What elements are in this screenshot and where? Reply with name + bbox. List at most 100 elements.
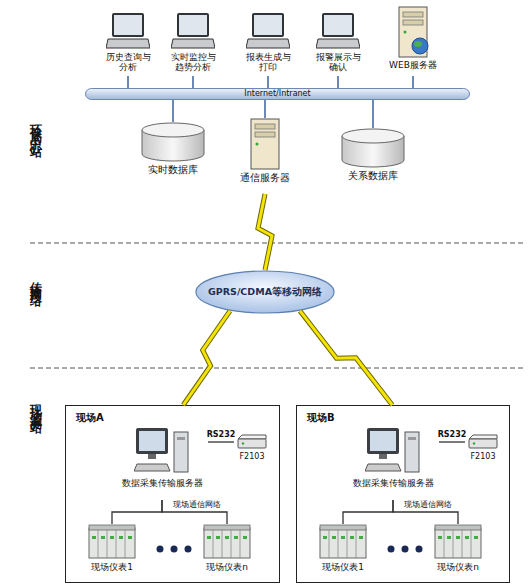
meter-indicator xyxy=(128,536,132,539)
node-label: 通信服务器 xyxy=(240,172,290,184)
ellipsis-dot xyxy=(402,546,409,553)
meter-indicator xyxy=(101,536,105,539)
instrument-ellipsis xyxy=(385,544,425,554)
field-instrument: 现场仪表n xyxy=(199,524,255,576)
meter-indicator xyxy=(207,536,211,539)
node-label: 报警展示与确认 xyxy=(315,52,361,73)
wired-link xyxy=(393,500,458,524)
meter-module-edge xyxy=(356,530,357,558)
pc-stand xyxy=(379,454,387,459)
server-led xyxy=(404,31,407,34)
client-laptop: 报表生成与打印 xyxy=(240,12,296,76)
monitoring-site-box: 现场B数据采集传输服务器F2103现场仪表1现场仪表n xyxy=(296,405,510,583)
modem-led xyxy=(242,442,244,444)
bolt-core xyxy=(258,194,272,270)
meter-indicator xyxy=(438,536,442,539)
client-laptop: 报警展示与确认 xyxy=(310,12,366,76)
connector-line xyxy=(393,500,458,524)
wired-link xyxy=(193,76,194,88)
node-label: 历史查询与分析 xyxy=(105,52,151,73)
node-label: 现场仪表n xyxy=(437,562,479,572)
meter-indicator xyxy=(465,536,469,539)
node-label: 实时监控与趋势分析 xyxy=(170,52,216,73)
database-icon xyxy=(340,128,406,168)
bolt-outline xyxy=(183,311,230,405)
connector-line xyxy=(343,500,393,524)
meter-indicator xyxy=(92,536,96,539)
database-cylinder: 实时数据库 xyxy=(138,122,208,180)
server-case xyxy=(399,7,427,57)
node-label: 现场仪表1 xyxy=(322,562,364,572)
wired-link xyxy=(373,100,374,128)
ellipsis-dot xyxy=(171,546,178,553)
meter-indicator xyxy=(332,536,336,539)
modem-body xyxy=(469,439,497,448)
meter-rail xyxy=(89,525,135,530)
meter-rail xyxy=(320,525,366,530)
connector-line xyxy=(127,76,129,88)
cloud-shape xyxy=(196,271,334,313)
wired-link xyxy=(343,500,393,524)
field-instrument: 现场仪表1 xyxy=(315,524,371,576)
network-label: 现场通信网络 xyxy=(404,500,452,509)
meter-rack xyxy=(320,528,366,558)
edge-label: RS232 xyxy=(207,430,236,439)
field-instrument: 现场仪表n xyxy=(430,524,486,576)
client-laptop: 历史查询与分析 xyxy=(100,12,156,76)
connector-line xyxy=(412,76,414,88)
laptop-base xyxy=(316,39,360,48)
node-label: F2103 xyxy=(471,452,496,461)
wired-link xyxy=(265,100,266,118)
data-server-pc: 数据采集传输服务器 xyxy=(347,426,439,500)
server-tower: 通信服务器 xyxy=(238,118,292,194)
node-label: 实时数据库 xyxy=(148,164,198,176)
modem-top xyxy=(469,435,497,439)
laptop-screen xyxy=(254,15,282,35)
wireless-link xyxy=(183,311,230,405)
meter-rail xyxy=(435,525,481,530)
meter-indicator xyxy=(323,536,327,539)
laptop-icon xyxy=(316,12,360,50)
connector-line xyxy=(337,76,339,88)
meter-indicator xyxy=(225,536,229,539)
meter-module-edge xyxy=(98,530,99,558)
pc-icon xyxy=(134,426,190,476)
node-label: 数据采集传输服务器 xyxy=(122,478,203,488)
mobile-network-cloud: GPRS/CDMA等移动网络 xyxy=(195,270,335,314)
database-cylinder: 关系数据库 xyxy=(338,128,408,186)
meter-icon xyxy=(203,524,251,560)
meter-module-edge xyxy=(213,530,214,558)
connector-line xyxy=(112,500,162,524)
field-instrument: 现场仪表1 xyxy=(84,524,140,576)
meter-module-edge xyxy=(471,530,472,558)
network-bus: Internet/Intranet xyxy=(85,88,470,100)
cylinder-top xyxy=(142,123,204,137)
meter-module-edge xyxy=(240,530,241,558)
ellipsis-dot xyxy=(157,546,164,553)
meter-icon xyxy=(434,524,482,560)
database-icon xyxy=(140,122,206,162)
monitoring-site-box: 现场A 数据采集传输服务器 F2103 现场仪表1 现场仪表n xyxy=(65,405,280,583)
node-label: F2103 xyxy=(240,452,265,461)
pc-drive xyxy=(177,437,185,440)
instrument-ellipsis xyxy=(154,544,194,554)
wired-link xyxy=(173,100,174,122)
cylinder-top xyxy=(342,129,404,143)
band-divider xyxy=(30,243,525,244)
site-heading: 现场A xyxy=(76,412,104,424)
meter-module-edge xyxy=(338,530,339,558)
wireless-link xyxy=(300,311,392,405)
bolt-core xyxy=(300,311,392,405)
edge-label: RS232 xyxy=(438,430,467,439)
meter-rail xyxy=(204,525,250,530)
modem-icon xyxy=(236,434,268,450)
meter-rack xyxy=(435,528,481,558)
meter-module-edge xyxy=(125,530,126,558)
connector-line xyxy=(208,441,234,442)
gprs-modem: F2103 xyxy=(465,434,501,464)
node-label: 现场仪表n xyxy=(206,562,248,572)
meter-indicator xyxy=(234,536,238,539)
node-label: GPRS/CDMA等移动网络 xyxy=(208,287,322,298)
